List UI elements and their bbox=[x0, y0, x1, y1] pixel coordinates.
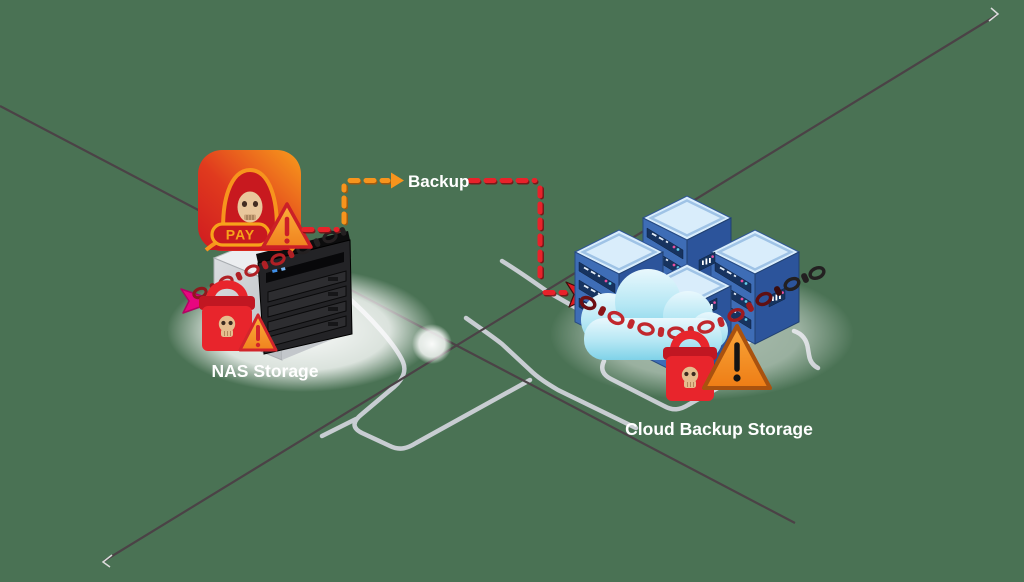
nas-storage-node: PAY NAS Storage bbox=[180, 150, 353, 381]
cloud-backup-storage-node: Cloud Backup Storage bbox=[573, 194, 826, 439]
pay-banner: PAY bbox=[210, 222, 271, 247]
warning-triangle-icon bbox=[238, 313, 278, 352]
nas-drive-bays bbox=[267, 270, 347, 348]
ransom-skull-padlock-icon bbox=[199, 280, 255, 351]
skull-icon bbox=[681, 366, 699, 388]
warning-triangle-icon bbox=[261, 202, 313, 249]
backup-path-orange bbox=[341, 178, 391, 225]
backup-edge-label: Backup bbox=[408, 172, 469, 191]
backup-arrow-icon bbox=[391, 172, 404, 189]
ransom-skull-padlock-icon bbox=[663, 330, 717, 401]
pay-text: PAY bbox=[226, 227, 255, 243]
warning-triangle-icon bbox=[702, 324, 772, 390]
nas-glow-puff bbox=[412, 324, 452, 364]
backup-path bbox=[301, 172, 597, 308]
backup-path-red bbox=[467, 178, 568, 295]
skull-icon bbox=[218, 315, 236, 337]
cloud-backup-storage-label: Cloud Backup Storage bbox=[625, 419, 813, 439]
nas-storage-label: NAS Storage bbox=[212, 361, 319, 381]
